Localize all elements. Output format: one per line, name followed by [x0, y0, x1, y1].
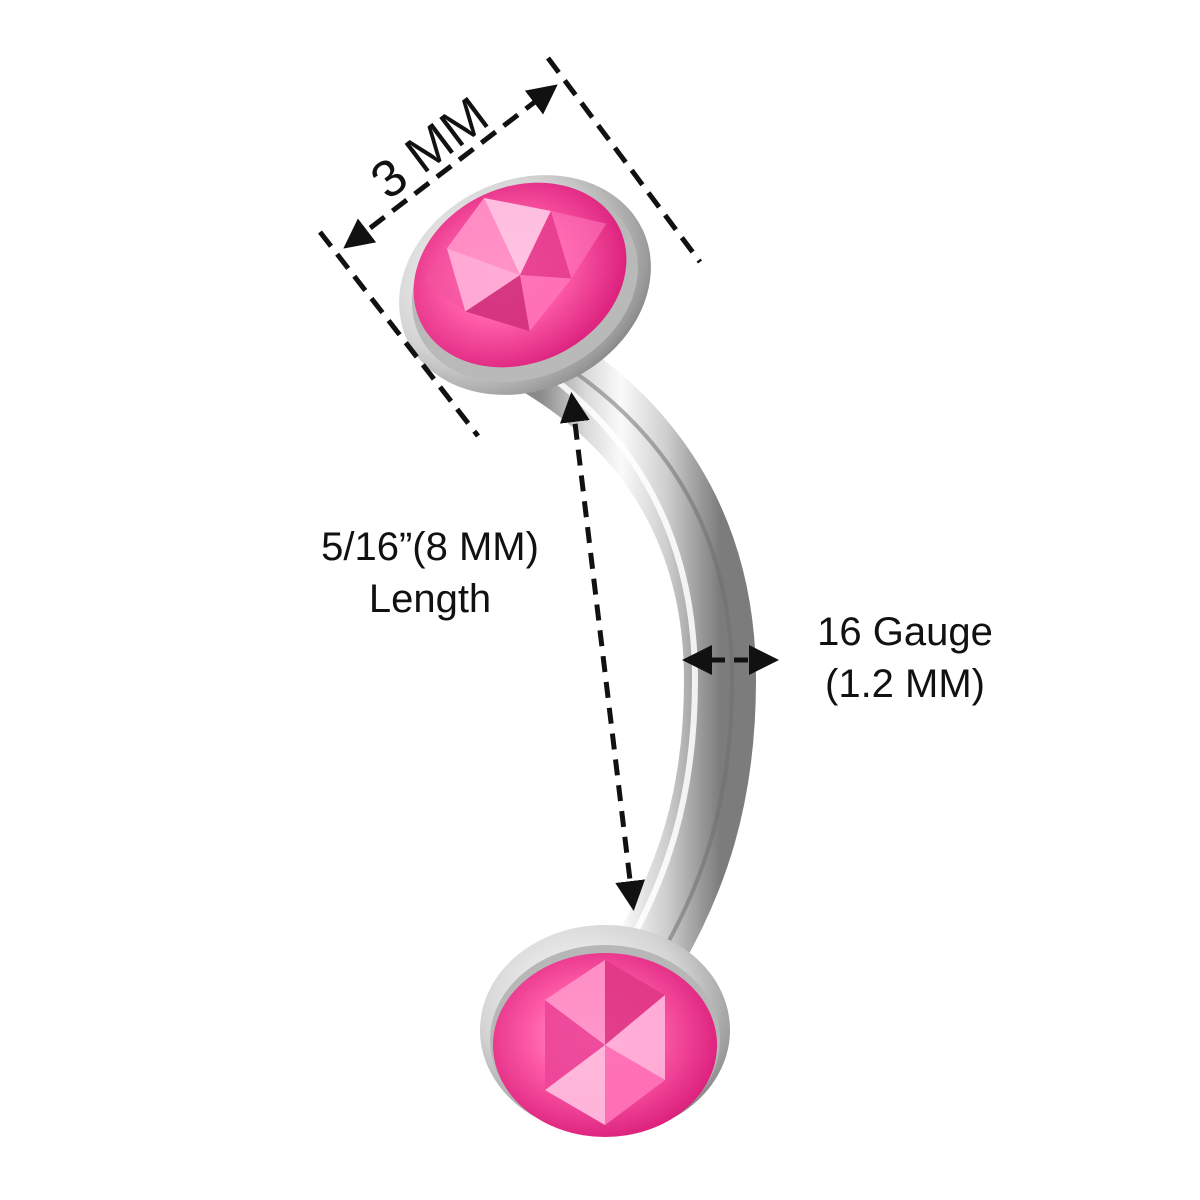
length-label-line1: 5/16”(8 MM): [321, 525, 539, 569]
bottom-gem-ball: [480, 925, 730, 1137]
gauge-label-line1: 16 Gauge: [817, 610, 993, 654]
bottom-gem-icon: [493, 953, 717, 1137]
length-label-line2: Length: [369, 577, 491, 621]
gauge-label-line2: (1.2 MM): [825, 662, 985, 706]
gauge-dimension: 16 Gauge (1.2 MM): [682, 610, 993, 706]
length-dimension: 5/16”(8 MM) Length: [321, 392, 646, 911]
curved-bar: [504, 324, 757, 986]
